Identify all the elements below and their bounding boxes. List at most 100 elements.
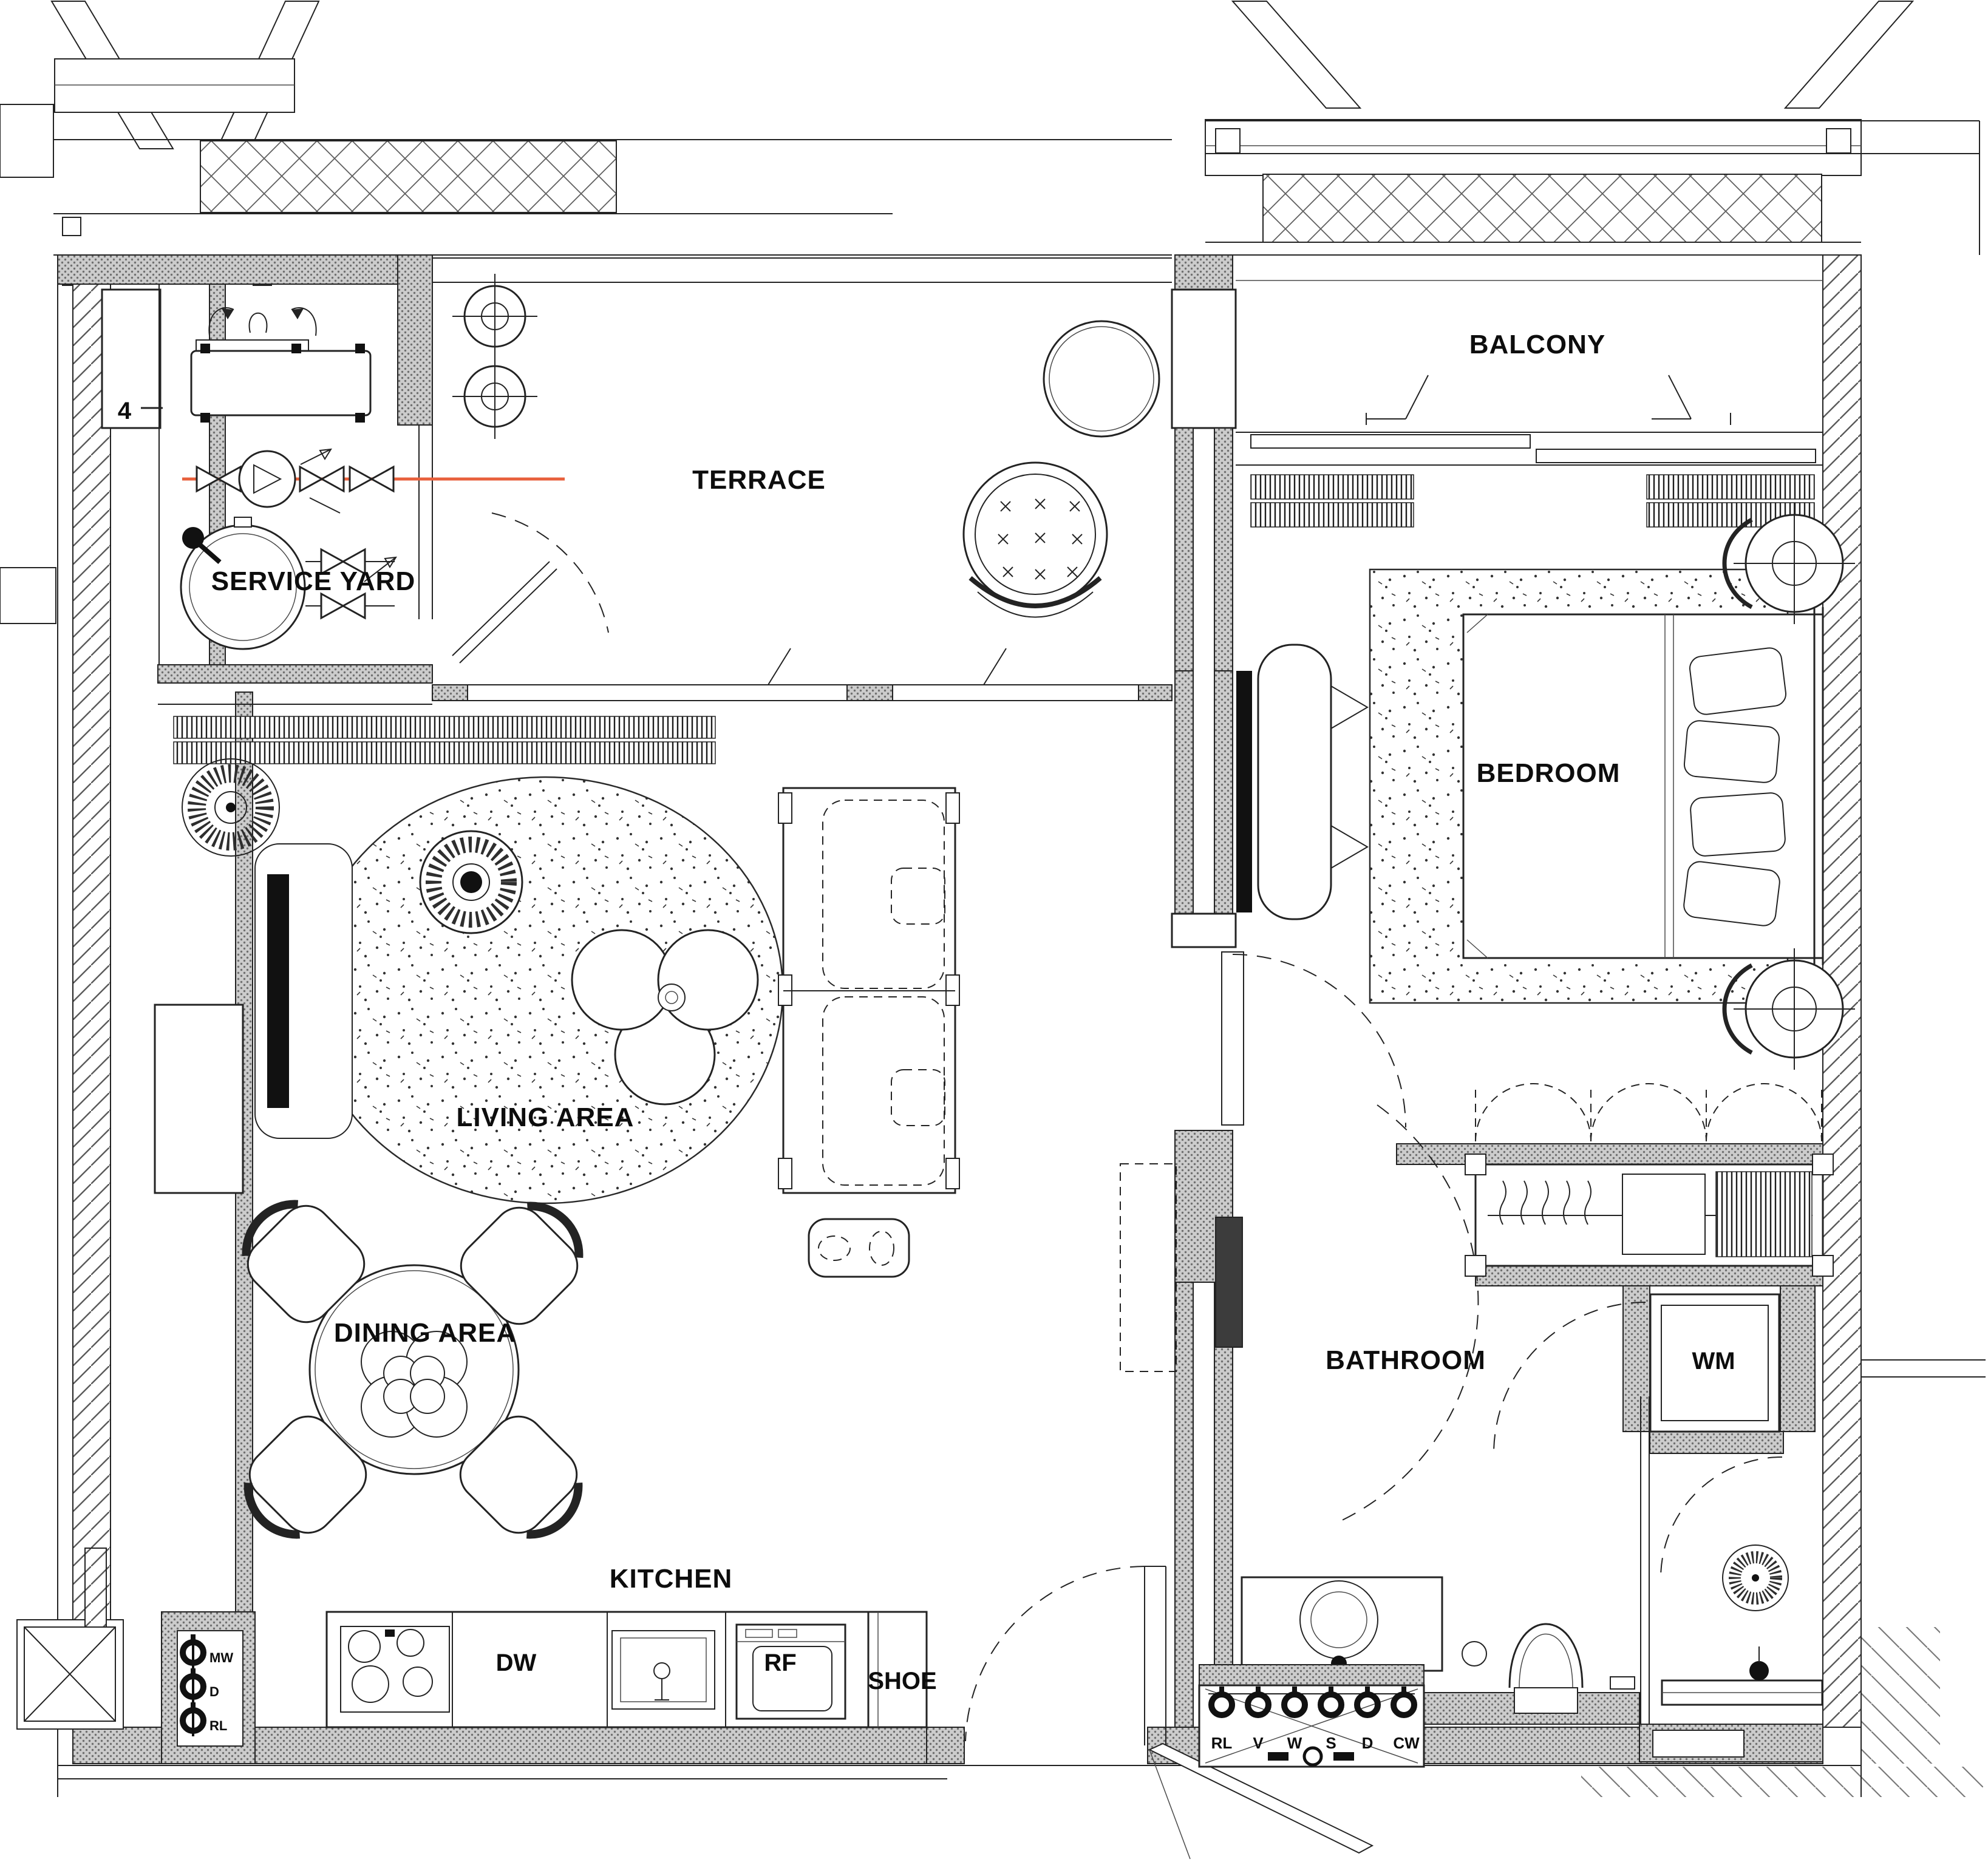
left-edge-box <box>0 567 56 624</box>
service-yard-equipment <box>180 307 565 650</box>
door-ghost-outline <box>1120 1163 1177 1372</box>
entry-door <box>965 1566 1374 1860</box>
beam-strip-ne <box>1205 119 1862 176</box>
label-kitchen: KITCHEN <box>610 1564 733 1594</box>
labels: SERVICE YARD TERRACE BALCONY BEDROOM LIV… <box>118 330 1735 1752</box>
label-dw: DW <box>496 1650 537 1676</box>
side-table-spiral <box>419 830 523 934</box>
label-bedroom: BEDROOM <box>1477 758 1621 788</box>
floor-drain <box>1722 1544 1789 1611</box>
bedroom-furniture <box>1236 501 1856 1071</box>
fan-coil-arrows <box>208 307 317 336</box>
label-shoe: SHOE <box>868 1668 936 1694</box>
dining-centerpiece <box>361 1331 468 1438</box>
pillow <box>1689 647 1786 715</box>
kriser-label-d: D <box>209 1684 219 1699</box>
wardrobe-bifold-arcs <box>1475 1083 1822 1142</box>
kriser-label-rl: RL <box>209 1718 227 1733</box>
pump <box>238 450 296 508</box>
fridge <box>735 1623 846 1720</box>
bathroom-fixtures <box>1241 1083 1834 1714</box>
riser-label-d: D <box>1362 1734 1374 1752</box>
terrace-table <box>1043 320 1160 438</box>
terrace-light-1 <box>451 273 539 360</box>
riser-label-v: V <box>1253 1734 1264 1752</box>
label-dining-area: DINING AREA <box>334 1318 516 1348</box>
label-service-yard: SERVICE YARD <box>211 566 415 596</box>
label-terrace: TERRACE <box>692 465 826 495</box>
exterior-paving-e <box>1861 1627 1940 1764</box>
bedroom-door <box>1221 951 1406 1128</box>
bedroom-lounge-chair <box>1257 644 1332 920</box>
label-living-area: LIVING AREA <box>457 1103 635 1132</box>
wall-serviceyard-north <box>57 254 433 285</box>
kitchen-sink <box>611 1630 715 1710</box>
planter-band-nw <box>200 140 617 213</box>
entry-door-leaf-exterior <box>1148 1742 1374 1854</box>
wall-bathroom-north <box>1396 1143 1823 1165</box>
tv-console-west <box>154 843 353 1194</box>
pocket-door-panel <box>1215 1217 1243 1348</box>
plant <box>182 758 280 857</box>
glazing-open-glyphs-terrace <box>750 648 1007 685</box>
curtain-bedroom-east-1 <box>1646 474 1815 500</box>
washing-machine <box>1649 1293 1780 1433</box>
curtain-track-west-1 <box>173 716 716 739</box>
sliding-panel-2 <box>1536 449 1816 463</box>
hangers <box>1499 1180 1591 1225</box>
kitchen <box>161 1611 928 1764</box>
sofa <box>778 787 960 1194</box>
label-balcony: BALCONY <box>1469 330 1606 359</box>
exterior-paving-se <box>1581 1767 1983 1797</box>
terrace-light-2 <box>451 353 539 440</box>
terrace-north-railing <box>432 257 1172 283</box>
pillow <box>1690 792 1786 857</box>
living-tv <box>267 874 289 1108</box>
riser-label-s: S <box>1326 1734 1336 1752</box>
riser-label-rl: RL <box>1211 1734 1233 1752</box>
wall-spine-top <box>1174 254 1233 290</box>
balcony-open-glyphs <box>1366 375 1731 425</box>
neighbor-structure-nw <box>0 104 54 178</box>
terrace-tufted-chair <box>962 461 1108 618</box>
shower-door-arc <box>1660 1456 1783 1579</box>
wardrobe <box>1465 1154 1834 1277</box>
pillow <box>1683 720 1780 783</box>
wall-wardrobe-south <box>1475 1265 1823 1286</box>
curtain-bedroom-west-1 <box>1250 474 1414 500</box>
hall-riser-box <box>1198 1664 1425 1768</box>
riser-label-w: W <box>1287 1734 1302 1752</box>
shower <box>1660 1456 1823 1706</box>
bedroom-tv <box>1236 671 1252 912</box>
shower-glass <box>1640 1396 1650 1724</box>
bathroom-door-arc <box>1338 1104 1479 1523</box>
label-rf: RF <box>764 1650 796 1676</box>
column-west <box>101 288 162 429</box>
dining-set <box>226 1184 599 1554</box>
condenser-unit <box>190 350 372 416</box>
wm-door-arc <box>1493 1302 1646 1455</box>
planter-band-ne <box>1262 174 1822 243</box>
right-wall-stub <box>1861 1359 1986 1378</box>
column-spine <box>1171 288 1237 429</box>
corridor-doors <box>1120 1104 1479 1523</box>
coffee-table-trefoil <box>571 929 759 1106</box>
curtain-bedroom-west-2 <box>1250 502 1414 528</box>
terrace-glazing <box>432 684 1172 701</box>
terrace-items <box>451 273 1160 618</box>
wall-serviceyard-south <box>157 664 433 684</box>
pillow <box>1683 861 1780 926</box>
ottoman <box>808 1218 910 1278</box>
curtain-track-west-2 <box>173 741 716 764</box>
living-furniture <box>154 758 960 1278</box>
wall-serviceyard-east <box>397 254 433 426</box>
roof-brace-ne-right <box>1783 1 1915 109</box>
kitchen-riser-box <box>161 1611 256 1764</box>
sliding-panel-1 <box>1250 434 1531 449</box>
label-bathroom: BATHROOM <box>1326 1345 1486 1375</box>
beam-strip-nw <box>54 58 295 113</box>
wall-west-exterior <box>72 254 111 1728</box>
riser-label-cw: CW <box>1393 1734 1420 1752</box>
